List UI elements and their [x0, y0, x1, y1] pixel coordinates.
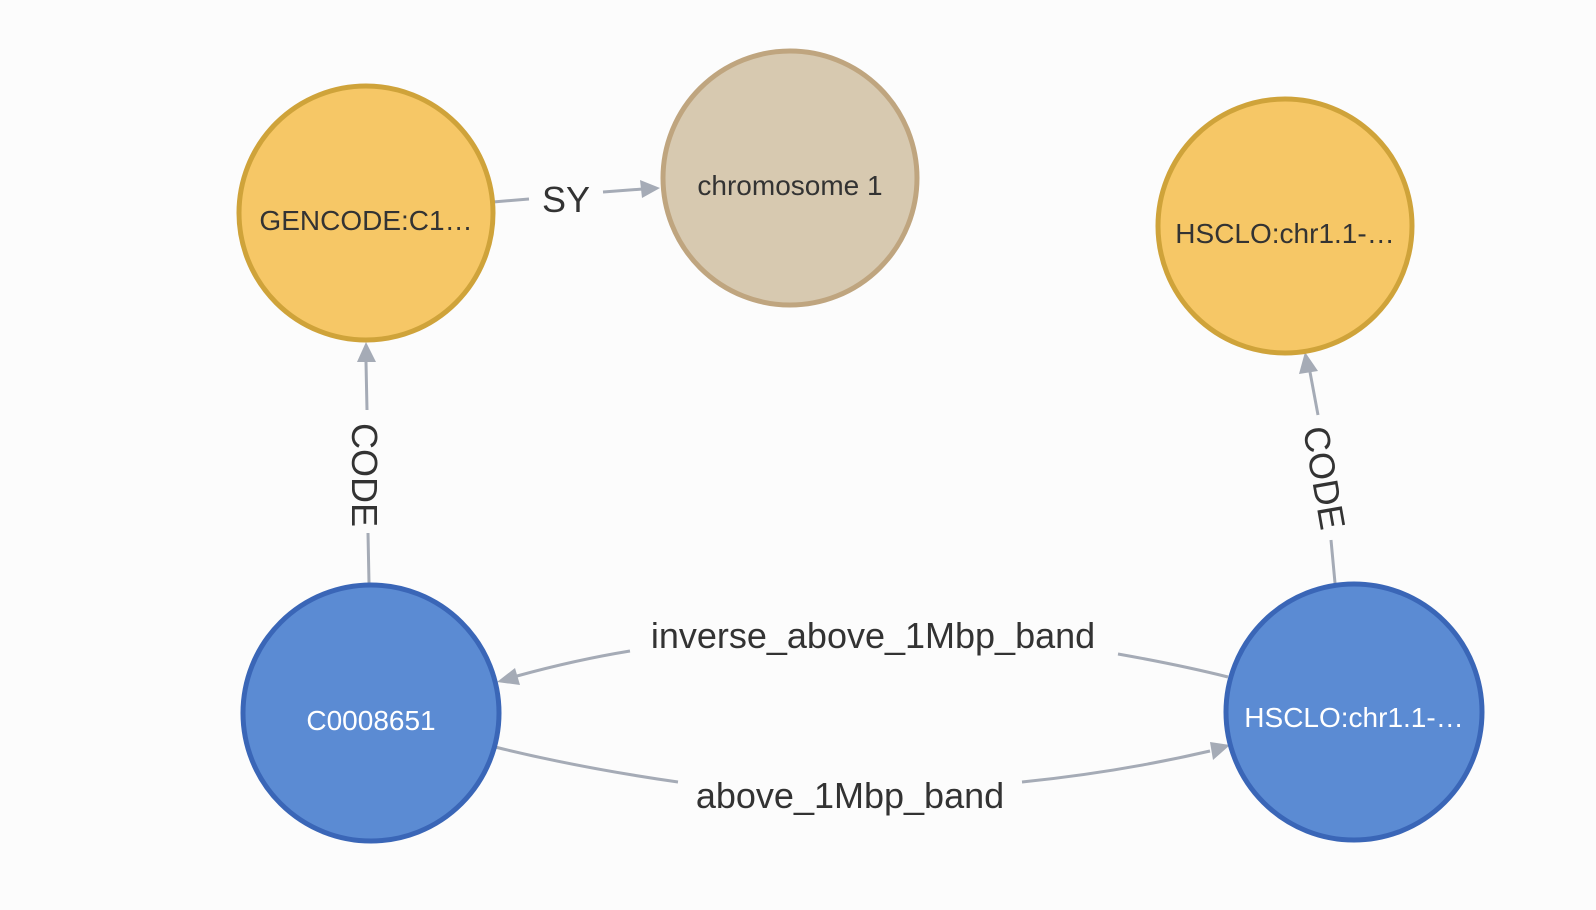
relationship-code-right-line[interactable] [1308, 371, 1337, 584]
relationship-code-left-label: CODE [344, 423, 385, 527]
relationship-above-label: above_1Mbp_band [696, 775, 1004, 816]
relationship-code-left-line[interactable] [364, 361, 371, 584]
node-concept-c0008651[interactable]: C0008651 [240, 582, 502, 844]
relationship-code-left-arrowhead [357, 342, 376, 362]
relationship-above[interactable]: above_1Mbp_band [494, 742, 1230, 816]
node-chromosome-circle[interactable] [660, 48, 920, 308]
relationship-above-arrowhead [1210, 742, 1230, 760]
relationship-code-right[interactable]: CODE [1295, 352, 1354, 584]
node-hsclo-code-label: HSCLO:chr1.1-… [1175, 218, 1394, 249]
relationship-sy[interactable]: SY [492, 179, 660, 220]
relationship-inverse-above-arrowhead [497, 668, 520, 685]
relationship-inverse-above[interactable]: inverse_above_1Mbp_band [497, 615, 1229, 685]
relationship-code-right-label: CODE [1295, 423, 1353, 533]
relationship-code-left[interactable]: CODE [344, 342, 385, 584]
relationship-sy-label: SY [542, 179, 590, 220]
node-chromosome[interactable]: chromosome 1 [660, 48, 920, 308]
relationship-sy-arrowhead [640, 180, 660, 198]
node-gencode[interactable]: GENCODE:C1… [236, 83, 496, 343]
relationship-inverse-above-line[interactable] [516, 649, 1229, 679]
relationship-inverse-above-label: inverse_above_1Mbp_band [651, 615, 1095, 656]
node-concept-c0008651-label: C0008651 [306, 705, 435, 736]
node-concept-hsclo-circle[interactable] [1223, 581, 1485, 843]
node-gencode-circle[interactable] [236, 83, 496, 343]
relationship-code-right-arrowhead [1299, 352, 1318, 374]
node-concept-hsclo[interactable]: HSCLO:chr1.1-… [1223, 581, 1485, 843]
node-gencode-label: GENCODE:C1… [259, 205, 472, 236]
node-concept-c0008651-circle[interactable] [240, 582, 502, 844]
node-hsclo-code[interactable]: HSCLO:chr1.1-… [1155, 96, 1415, 356]
node-concept-hsclo-label: HSCLO:chr1.1-… [1244, 702, 1463, 733]
node-hsclo-code-circle[interactable] [1155, 96, 1415, 356]
node-chromosome-label: chromosome 1 [697, 170, 882, 201]
relationship-above-line[interactable] [494, 745, 1211, 784]
